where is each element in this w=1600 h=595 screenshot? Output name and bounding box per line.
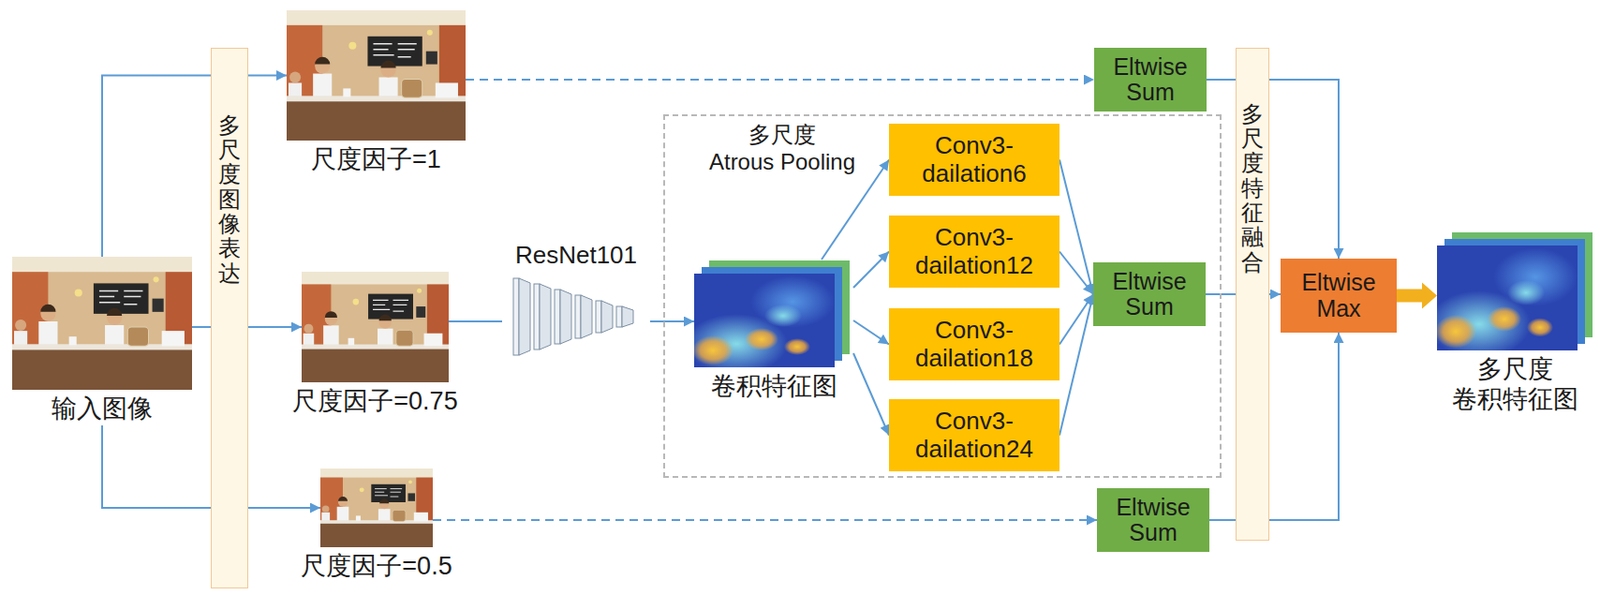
layer-slab bbox=[616, 306, 623, 327]
node-label: 尺度因子=0.75 bbox=[288, 385, 463, 416]
network-block: ResNet101 bbox=[502, 238, 651, 358]
connector bbox=[1206, 79, 1339, 259]
node-label: Conv3- dailation24 bbox=[892, 407, 1056, 464]
feature-map-stack bbox=[684, 260, 850, 374]
image-panel: 卷积特征图 bbox=[689, 259, 859, 403]
dashed-connector bbox=[465, 78, 1095, 81]
scaled-photo bbox=[286, 10, 466, 141]
scaled-photo bbox=[301, 271, 449, 383]
block-arrow bbox=[1396, 282, 1438, 310]
node-label: Eltwise Sum bbox=[1096, 268, 1202, 321]
conv-box: Conv3- dailation6 bbox=[888, 123, 1060, 196]
max-box: Eltwise Max bbox=[1280, 258, 1397, 333]
sum-box: Eltwise Sum bbox=[1094, 47, 1207, 112]
layer-slab bbox=[533, 283, 540, 350]
connector bbox=[1059, 160, 1094, 296]
scaled-photo bbox=[320, 468, 433, 548]
resnet-icon bbox=[513, 278, 634, 356]
image-panel: 尺度因子=0.5 bbox=[296, 468, 458, 583]
connector bbox=[853, 320, 889, 345]
dashed-connector bbox=[432, 518, 1097, 521]
node-label: Conv3- dailation6 bbox=[892, 132, 1056, 189]
connector bbox=[853, 251, 889, 289]
stage-band: 多尺度图像表达 bbox=[210, 47, 249, 589]
conv-box: Conv3- dailation18 bbox=[888, 308, 1060, 381]
node-label: 输入图像 bbox=[7, 393, 197, 424]
layer-slab bbox=[560, 289, 572, 344]
connector bbox=[821, 160, 889, 261]
layer-slab bbox=[601, 300, 613, 333]
image-panel: 尺度因子=0.75 bbox=[288, 271, 463, 418]
node-label: Eltwise Sum bbox=[1097, 54, 1203, 106]
conv-box: Conv3- dailation24 bbox=[888, 399, 1060, 472]
node-label: ResNet101 bbox=[502, 238, 651, 270]
image-panel: 输入图像 bbox=[7, 256, 197, 426]
stage-band: 多尺度特征融合 bbox=[1235, 47, 1270, 541]
connector bbox=[1209, 332, 1339, 520]
connector bbox=[1059, 251, 1094, 296]
group-title: 多尺度Atrous Pooling bbox=[693, 121, 872, 177]
node-label: 尺度因子=0.5 bbox=[296, 550, 458, 581]
layer-slab bbox=[513, 278, 519, 356]
dashed-group: 多尺度Atrous Pooling 卷积特征图 Conv3- dailation6C… bbox=[663, 114, 1222, 478]
node-label: Eltwise Max bbox=[1284, 269, 1393, 322]
connector bbox=[448, 320, 503, 323]
layer-slab bbox=[554, 289, 561, 344]
output-map-stack bbox=[1427, 232, 1593, 358]
node-label: Eltwise Sum bbox=[1100, 494, 1206, 547]
image-panel: 尺度因子=1 bbox=[281, 10, 471, 177]
feature-heatmap bbox=[684, 273, 835, 374]
node-label: 多尺度图像表达 bbox=[218, 113, 241, 287]
layer-slab bbox=[539, 283, 551, 350]
connector bbox=[102, 75, 287, 258]
connector bbox=[650, 320, 695, 323]
node-label: 卷积特征图 bbox=[689, 370, 859, 401]
node-label: Conv3- dailation18 bbox=[892, 316, 1056, 373]
conv-box: Conv3- dailation12 bbox=[888, 215, 1060, 288]
image-panel: 多尺度 卷积特征图 bbox=[1432, 232, 1598, 417]
node-label: Conv3- dailation12 bbox=[892, 223, 1056, 281]
layer-slab bbox=[622, 306, 634, 327]
layer-slab bbox=[518, 278, 531, 356]
node-label: 尺度因子=1 bbox=[281, 144, 471, 175]
node-label: 多尺度 卷积特征图 bbox=[1432, 354, 1598, 415]
connector bbox=[1059, 294, 1094, 436]
sum-box: Eltwise Sum bbox=[1096, 488, 1210, 552]
layer-slab bbox=[580, 295, 593, 339]
layer-slab bbox=[595, 300, 602, 333]
connector bbox=[853, 353, 889, 436]
layer-slab bbox=[575, 295, 581, 339]
feature-heatmap bbox=[1427, 245, 1578, 358]
sum-box: Eltwise Sum bbox=[1093, 262, 1206, 326]
node-label: 多尺度特征融合 bbox=[1241, 102, 1264, 276]
node-label: Atrous Pooling bbox=[693, 148, 872, 177]
input-photo bbox=[12, 256, 193, 390]
node-label: 多尺度 bbox=[693, 121, 872, 149]
